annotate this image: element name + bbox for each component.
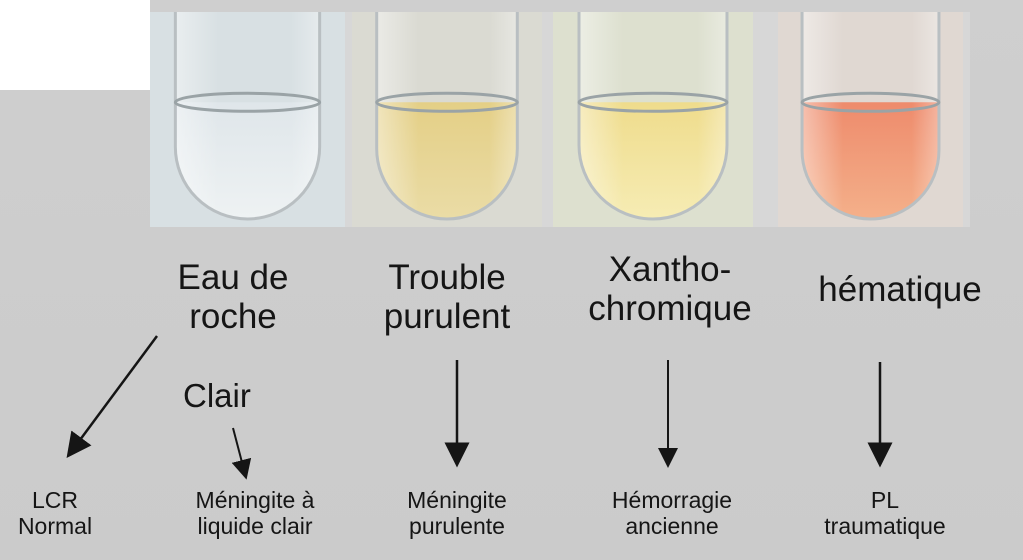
tube-drawing	[778, 12, 963, 227]
tube-glass	[577, 12, 729, 221]
tube-hematique	[778, 12, 963, 227]
tube-drawing	[553, 12, 753, 227]
label-xanthochromique: Xantho- chromique	[588, 250, 752, 329]
result-lcr-normal: LCR Normal	[17, 487, 93, 540]
arrow-to-lcr-normal	[66, 335, 159, 459]
result-meningite-liquide-clair: Méningite à liquide clair	[195, 487, 315, 540]
label-clair: Clair	[183, 377, 251, 414]
tube-glass	[800, 12, 941, 221]
label-trouble-purulent: Trouble purulent	[383, 258, 511, 337]
result-pl-traumatique: PL traumatique	[824, 487, 946, 540]
arrow-to-meningite-clair	[231, 427, 252, 480]
tube-trouble-purulent	[352, 12, 542, 227]
tube-xanthochromique	[553, 12, 753, 227]
tube-glass	[375, 12, 519, 221]
result-hemorragie-ancienne: Hémorragie ancienne	[611, 487, 733, 540]
label-eau-de-roche: Eau de roche	[177, 258, 289, 337]
tube-meniscus	[800, 91, 941, 113]
tube-glass	[173, 12, 322, 221]
tube-meniscus	[577, 91, 729, 113]
tube-drawing	[150, 12, 345, 227]
result-meningite-purulente: Méningite purulente	[407, 487, 507, 540]
tube-drawing	[352, 12, 542, 227]
tube-meniscus	[173, 91, 322, 113]
label-hematique: hématique	[818, 270, 982, 309]
white-corner-background	[0, 0, 150, 90]
tube-meniscus	[375, 91, 519, 113]
tube-eau-de-roche	[150, 12, 345, 227]
